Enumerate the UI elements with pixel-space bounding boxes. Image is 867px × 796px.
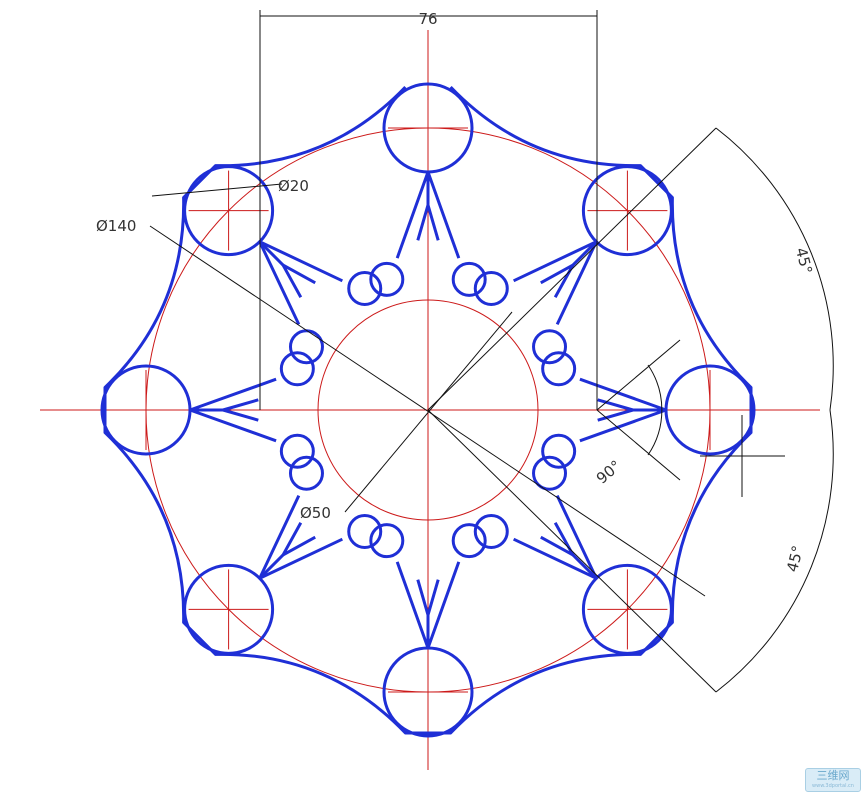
star-spike-rib (258, 553, 285, 580)
star-spike-inner (281, 263, 316, 298)
notch-circle (288, 455, 324, 491)
notch-circle (369, 261, 405, 297)
center-circle-inner (317, 299, 539, 521)
part-outline (100, 82, 756, 738)
dim-angle-90-ray-top (596, 339, 681, 411)
notch-circle (541, 351, 577, 387)
center-lines (40, 30, 820, 770)
star-spike-rib (258, 240, 285, 267)
outer-circle (183, 563, 275, 655)
watermark-text: 三维网 (816, 769, 850, 782)
outer-circle (581, 165, 673, 257)
star-spike-inner (597, 398, 635, 422)
watermark-sub: www.3dportal.cn (812, 783, 854, 789)
notch-circle (532, 455, 568, 491)
notch-circle (473, 514, 509, 550)
notch-circle (451, 523, 487, 559)
notch-circle (347, 514, 383, 550)
dimension-dia-140: Ø140 (96, 217, 136, 235)
dimension-dia-20: Ø20 (278, 177, 309, 195)
notch-circle (288, 329, 324, 365)
dimension-lines (149, 10, 834, 693)
notch-circle (279, 433, 315, 469)
star-spike-rib (571, 553, 598, 580)
star-spike-inner (221, 398, 259, 422)
notch-circle (541, 433, 577, 469)
star-spike-inner (416, 579, 440, 617)
watermark-logo: 三维网 www.3dportal.cn (805, 768, 861, 792)
dimension-dia-50: Ø50 (300, 504, 331, 522)
dimension-76: 76 (418, 10, 437, 28)
outer-scalloped-boundary (103, 85, 753, 735)
dimension-angle-45-top: 45° (792, 246, 816, 276)
outer-circle (183, 165, 275, 257)
notch-circle (347, 270, 383, 306)
star-spike-inner (281, 522, 316, 557)
star-spike-rib (571, 240, 598, 267)
notch-circle (369, 523, 405, 559)
dim-angle-45-top-arc (715, 127, 834, 411)
notch-circle (279, 351, 315, 387)
dim-dia-20-line (151, 183, 283, 197)
outer-circle (581, 563, 673, 655)
dim-angle-90-ray-bottom (596, 409, 681, 481)
star-spike-inner (416, 203, 440, 241)
notch-circle (451, 261, 487, 297)
dim-dia-140-line (149, 225, 706, 597)
star-spike-inner (540, 263, 575, 298)
dim-dia-50-line (344, 311, 513, 513)
dim-angle-ray-bottom (427, 409, 717, 693)
dim-angle-90-arc (647, 364, 663, 456)
notch-circle (532, 329, 568, 365)
dimension-angle-45-bottom: 45° (783, 544, 807, 574)
star-spike-inner (540, 522, 575, 557)
dimension-angle-90: 90° (593, 457, 625, 488)
dim-angle-ray-top (427, 127, 717, 411)
notch-circle (473, 270, 509, 306)
dim-angle-45-bottom-arc (715, 409, 834, 693)
